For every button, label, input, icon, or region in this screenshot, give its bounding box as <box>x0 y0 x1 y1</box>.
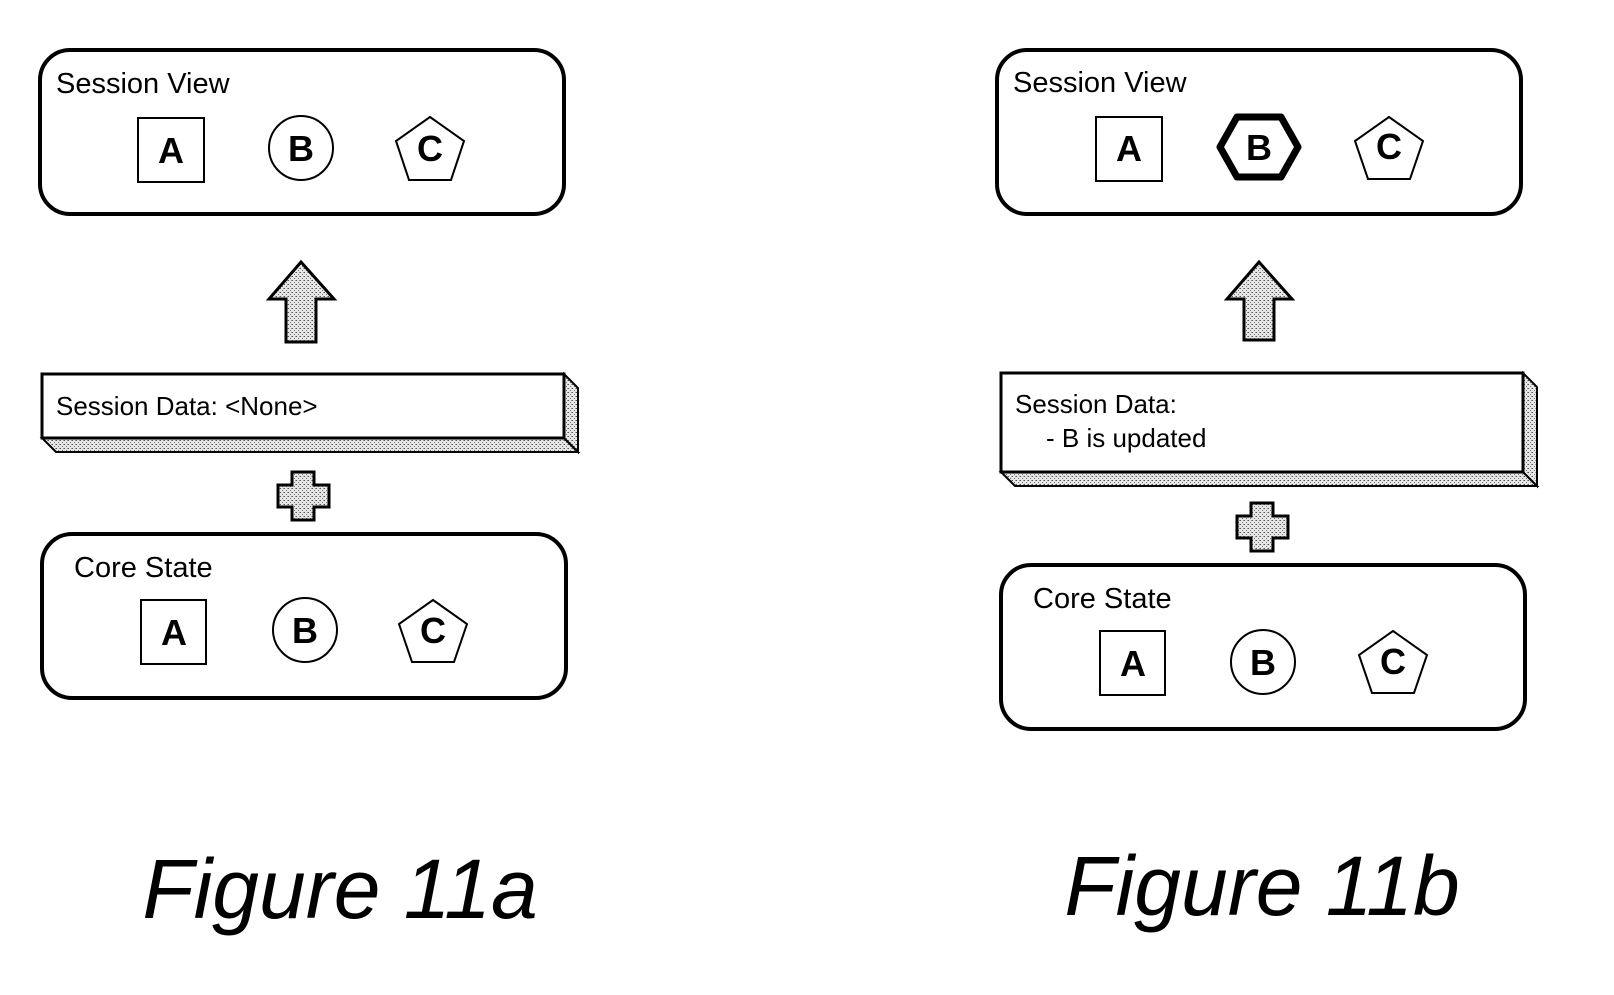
slab-bottom-face <box>1001 472 1537 486</box>
item-b: B <box>269 116 333 180</box>
item-label: A <box>1116 128 1142 169</box>
item-a: A <box>141 600 206 664</box>
session-data-entry: - B is updated <box>1046 423 1206 453</box>
figure-11b: Session View A B C Session Data: - B is … <box>997 50 1537 933</box>
figure-caption: Figure 11a <box>142 842 537 936</box>
slab-side-face <box>564 374 578 452</box>
item-a: A <box>1096 117 1162 181</box>
plus-icon <box>1237 503 1288 551</box>
session-data-title: Session Data: <None> <box>56 391 318 421</box>
session-view-box: Session View A B C <box>40 50 564 214</box>
slab-side-face <box>1523 373 1537 486</box>
figure-caption: Figure 11b <box>1064 839 1459 933</box>
core-state-box: Core State A B C <box>1001 565 1525 729</box>
item-label: A <box>161 612 187 653</box>
session-data-box: Session Data: - B is updated <box>1001 373 1537 486</box>
item-label: B <box>1250 642 1276 683</box>
item-b: B <box>1231 630 1295 694</box>
item-label: A <box>1120 643 1146 684</box>
session-view-title: Session View <box>56 68 231 100</box>
slab-bottom-face <box>42 438 578 452</box>
item-label: B <box>292 610 318 651</box>
up-arrow-icon <box>1227 262 1292 340</box>
item-label: C <box>417 128 443 169</box>
figure-11a: Session View A B C Session Data: <None> <box>40 50 578 936</box>
core-state-title: Core State <box>74 552 213 584</box>
session-view-title: Session View <box>1013 67 1188 99</box>
item-label: C <box>1376 126 1402 167</box>
item-label: C <box>420 610 446 651</box>
item-a: A <box>138 118 204 182</box>
item-b: B <box>273 598 337 662</box>
up-arrow-icon <box>269 262 334 342</box>
item-label: C <box>1380 641 1406 682</box>
session-data-title: Session Data: <box>1015 389 1177 419</box>
plus-icon <box>278 472 329 520</box>
session-view-box: Session View A B C <box>997 50 1521 214</box>
item-a: A <box>1100 631 1165 695</box>
item-label: B <box>1246 127 1272 168</box>
core-state-box: Core State A B C <box>42 534 566 698</box>
item-label: A <box>158 130 184 171</box>
item-b-updated: B <box>1220 117 1298 177</box>
core-state-title: Core State <box>1033 583 1172 615</box>
item-label: B <box>288 128 314 169</box>
session-data-box: Session Data: <None> <box>42 374 578 452</box>
